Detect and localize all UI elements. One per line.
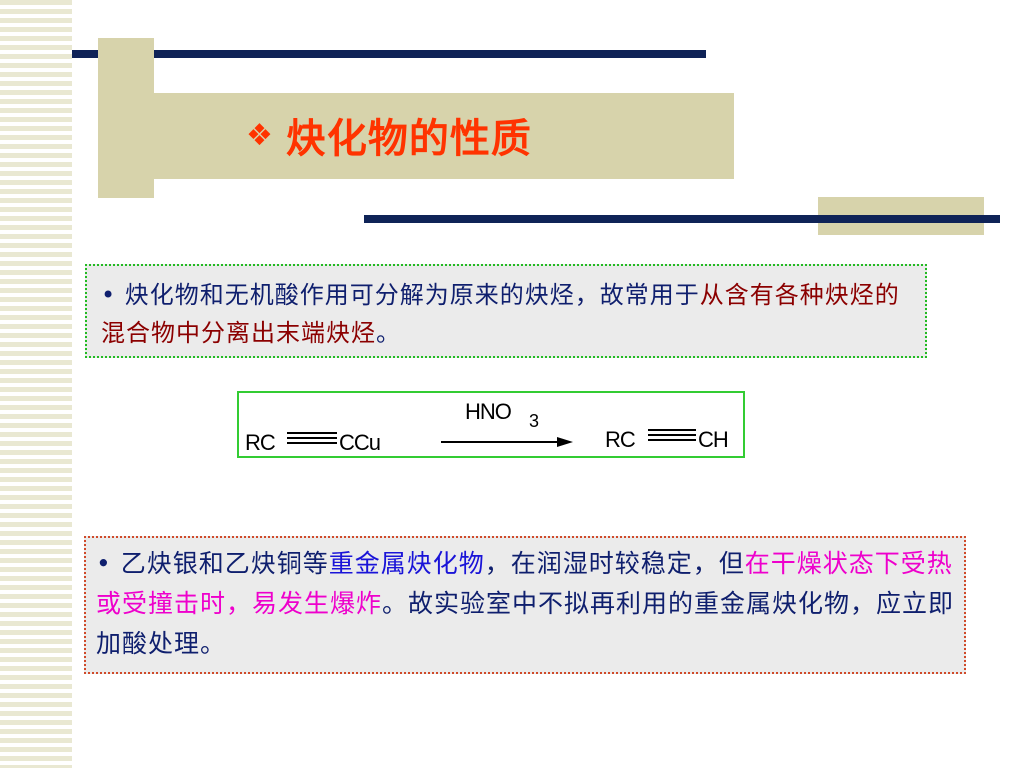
product-left-text: RC bbox=[605, 427, 636, 452]
diamond-bullet-icon: ❖ bbox=[246, 117, 274, 153]
paragraph-2-text-e: 。故实验室中不拟再利用的重金属炔化物，应立即加酸处理。 bbox=[96, 589, 955, 658]
reaction-diagram: RC CCu HNO 3 RC CH bbox=[245, 399, 729, 455]
title-background bbox=[154, 93, 734, 179]
bottom-navy-bar bbox=[364, 215, 1000, 223]
title-text: 炔化物的性质 bbox=[285, 116, 532, 162]
paragraph-2-text-c: ，在润湿时较稳定，但 bbox=[484, 549, 745, 578]
paragraph-1-bullet: • bbox=[101, 281, 117, 309]
paragraph-1-highlight: 从含有各种炔烃的混合物中分离出末端炔烃 bbox=[101, 281, 900, 347]
top-navy-bar bbox=[72, 50, 706, 58]
reactant-left-text: RC bbox=[245, 430, 276, 455]
paragraph-1-text-a: 炔化物和无机酸作用可分解为原来的炔烃，故常用于 bbox=[116, 281, 700, 309]
slide-title: ❖ 炔化物的性质 bbox=[246, 102, 532, 168]
paragraph-2-highlight-magenta: 在干燥状态下受热或受撞击时，易发生爆炸 bbox=[96, 549, 953, 618]
olive-vertical-block bbox=[98, 38, 154, 198]
paragraph-1-text-c: 。 bbox=[376, 319, 401, 347]
reactant-right-text: CCu bbox=[339, 430, 380, 455]
reaction-scheme: RC CCu HNO 3 RC CH bbox=[237, 391, 745, 458]
paragraph-2-highlight-blue: 重金属炔化物 bbox=[328, 549, 485, 578]
product-right-text: CH bbox=[698, 427, 728, 452]
paragraph-box-1: • 炔化物和无机酸作用可分解为原来的炔烃，故常用于从含有各种炔烃的混合物中分离出… bbox=[85, 264, 927, 358]
reaction-arrow-icon bbox=[557, 437, 573, 447]
reagent-text: HNO bbox=[465, 399, 512, 424]
paragraph-2-text-a: 乙炔银和乙炔铜等 bbox=[111, 549, 329, 578]
left-striped-band bbox=[0, 0, 72, 768]
paragraph-box-2: • 乙炔银和乙炔铜等重金属炔化物，在润湿时较稳定，但在干燥状态下受热或受撞击时，… bbox=[84, 536, 966, 674]
reagent-subscript: 3 bbox=[529, 411, 539, 431]
paragraph-2-bullet: • bbox=[96, 549, 112, 578]
